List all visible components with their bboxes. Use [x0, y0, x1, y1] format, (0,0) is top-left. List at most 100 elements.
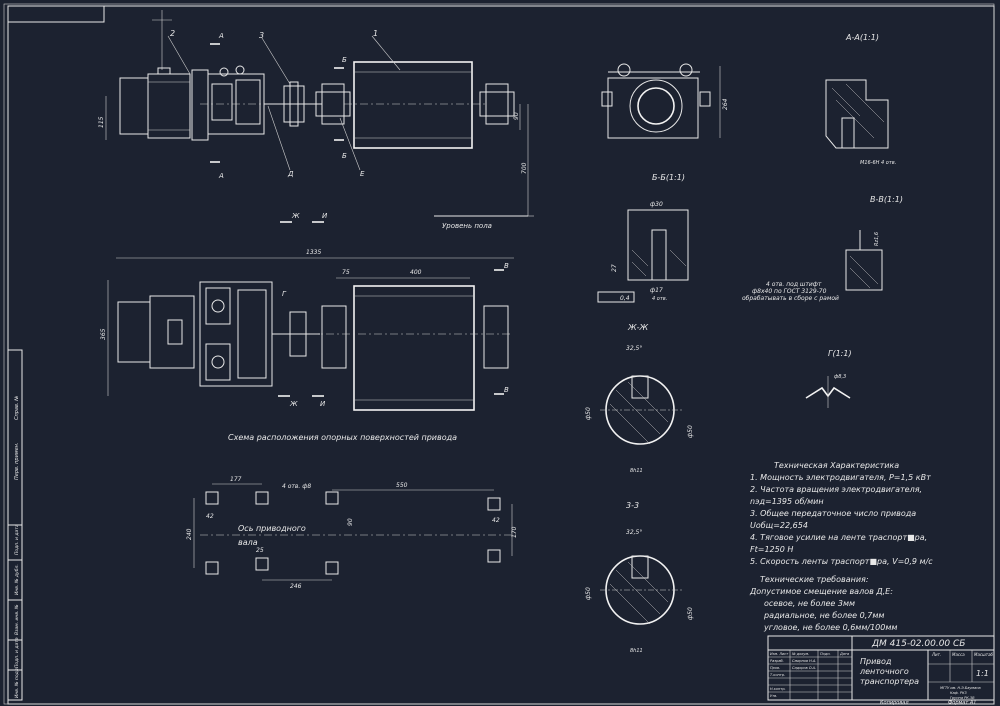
zhzh-d-right: ф50: [687, 425, 694, 438]
stamp-text-6: Подп. и дата: [14, 637, 20, 668]
dim-42a: 42: [206, 513, 214, 520]
tech-req-line-3: радиальное, не более 0,7мм: [763, 611, 884, 620]
dim-240: 240: [186, 528, 193, 540]
tb-name-1: Привод: [860, 657, 892, 666]
tech-char-line-7: Ft=1250 Н: [750, 545, 793, 554]
vv-note-2: ф8х40 по ГОСТ 3129-70: [752, 288, 827, 295]
outer-border: [3, 3, 995, 705]
tb-org-2: Каф. РК3: [950, 691, 967, 695]
corner-box: [7, 5, 105, 23]
stamp-text-5: Взам. инв. №: [14, 604, 20, 635]
dim-365: 365: [100, 328, 107, 340]
side-stamp: Справ. № Перв. примен. Подп. и дата Инв.…: [7, 349, 23, 701]
tech-char-line-1: 1. Мощность электродвигателя, P=1,5 кВт: [750, 473, 931, 482]
zhzh-fit: 8h11: [630, 468, 643, 474]
axis-label-1: Ось приводного: [238, 524, 306, 533]
view-aa: М16-6Н 4 отв.: [825, 79, 896, 166]
view-g-title: Г(1:1): [828, 349, 852, 358]
side-view: 2 3 1 А А Б Б Д Е 115 90 700 Уровень пол…: [98, 10, 534, 230]
dim-400: 400: [410, 269, 422, 276]
tech-req-line-4: угловое, не более 0,6мм/100мм: [763, 623, 897, 632]
tech-char-line-4: 3. Общее передаточное число привода: [750, 509, 916, 518]
dim-115: 115: [98, 116, 105, 128]
zhzh-angle: 32,5°: [626, 345, 642, 352]
mark-zh: Ж: [291, 212, 300, 220]
tb-col-3: Масштаб: [974, 652, 994, 657]
bb-d30: ф30: [650, 201, 663, 208]
dim-177: 177: [230, 476, 242, 483]
tb-code: ДМ 415-02.00.00 СБ: [871, 639, 965, 649]
tb-row-2: № докум.: [791, 652, 809, 656]
view-zhzh-title: Ж-Ж: [627, 323, 649, 332]
part-label-3: 3: [259, 31, 264, 40]
tech-char-line-6: 4. Тяговое усилие на ленте траспорт■ра,: [750, 533, 927, 542]
vv-dim: Rz1,6: [874, 232, 880, 246]
dim-75: 75: [342, 269, 350, 276]
tech-char-line-2: 2. Частота вращения электродвигателя,: [750, 485, 922, 494]
floor-level: Уровень пола: [442, 222, 492, 230]
view-aa-title: А-А(1:1): [845, 33, 879, 42]
mark-b-bottom: Б: [342, 152, 347, 160]
dim-170: 170: [511, 526, 518, 538]
bb-d27: 27: [611, 264, 618, 272]
v33-fit: 8h11: [630, 648, 643, 654]
tech-req-line-1: Допустимое смещение валов Д,Е:: [749, 587, 893, 596]
dim-25: 25: [256, 547, 264, 554]
title-block: ДМ 415-02.00.00 СБ Привод ленточного тра…: [767, 635, 995, 701]
view-vv: Rz1,6 4 отв. под штифт ф8х40 по ГОСТ 312…: [742, 230, 883, 302]
view-zhzh: 32,5° ф50 ф50 8h11: [585, 345, 694, 474]
tech-characteristics: Техническая Характеристика 1. Мощность э…: [750, 461, 933, 566]
stamp-text-7: Инв. № подл.: [14, 667, 20, 698]
mark-a-top: А: [218, 32, 224, 40]
plan-view: 1335 75 400 365 Г В В Ж: [100, 249, 514, 411]
view-33: 32,5° ф50 ф50 8h11: [585, 529, 694, 654]
bb-tol: 0,4: [620, 295, 630, 302]
v33-d-right: ф50: [687, 607, 694, 620]
bottom-copied: Копировал: [880, 700, 909, 706]
part-label-1: 1: [373, 29, 378, 38]
tech-requirements: Технические требования: Допустимое смеще…: [749, 575, 897, 632]
mark-v2: В: [504, 386, 509, 394]
v33-d-left: ф50: [585, 587, 592, 600]
stamp-text-1: Справ. №: [14, 396, 20, 420]
stamp-text-2: Перв. примен.: [14, 442, 20, 480]
mark-v: В: [504, 262, 509, 270]
tb-row-6: Смирнов Н.А.: [792, 659, 816, 663]
front-view: 264: [601, 63, 729, 139]
aa-dim: 264: [722, 98, 729, 110]
zhzh-d-left: ф50: [585, 407, 592, 420]
tb-org-1: МГТУ им. Н.Э.Баумана: [940, 686, 981, 690]
tb-org-3: Группа РК-3В: [950, 696, 975, 700]
tb-scale: 1:1: [976, 669, 989, 678]
tb-row-3: Подп.: [820, 652, 831, 656]
tb-row-7: Пров.: [770, 666, 780, 670]
bb-d17: ф17: [650, 287, 663, 294]
support-caption: Схема расположения опорных поверхностей …: [228, 433, 457, 442]
tb-row-9: Т.контр.: [770, 673, 785, 677]
tech-req-line-2: осевое, не более 3мм: [764, 599, 855, 608]
tb-row-10: Н.контр.: [770, 687, 786, 691]
g-dim: ф8,3: [834, 374, 846, 380]
tb-row-1: Изм. Лист: [770, 652, 789, 656]
dim-42b: 42: [492, 517, 500, 524]
vv-note-1: 4 отв. под штифт: [766, 281, 822, 288]
support-scheme: 177 550 4 отв. ф8 42 42 90 240 170 246 2…: [186, 476, 518, 590]
bb-holes: 4 отв.: [652, 296, 667, 302]
mark-zh2: Ж: [289, 400, 298, 408]
view-g: ф8,3: [805, 374, 851, 408]
dim-246: 246: [290, 583, 302, 590]
stamp-text-4: Инв. № дубл.: [14, 564, 20, 595]
vv-note-3: обрабатывать в сборе с рамой: [742, 295, 839, 302]
aa-note: М16-6Н 4 отв.: [860, 160, 896, 166]
view-vv-title: В-В(1:1): [870, 195, 903, 204]
mark-i: И: [322, 212, 328, 220]
tb-name-2: ленточного: [859, 667, 909, 676]
tb-row-11: Утв.: [770, 694, 777, 698]
dim-550: 550: [396, 482, 408, 489]
mark-b-top: Б: [342, 56, 347, 64]
tech-char-title: Техническая Характеристика: [774, 461, 899, 470]
tb-row-4: Дата: [839, 652, 849, 656]
dim-90: 90: [513, 112, 520, 120]
mark-d: Д: [287, 170, 294, 178]
